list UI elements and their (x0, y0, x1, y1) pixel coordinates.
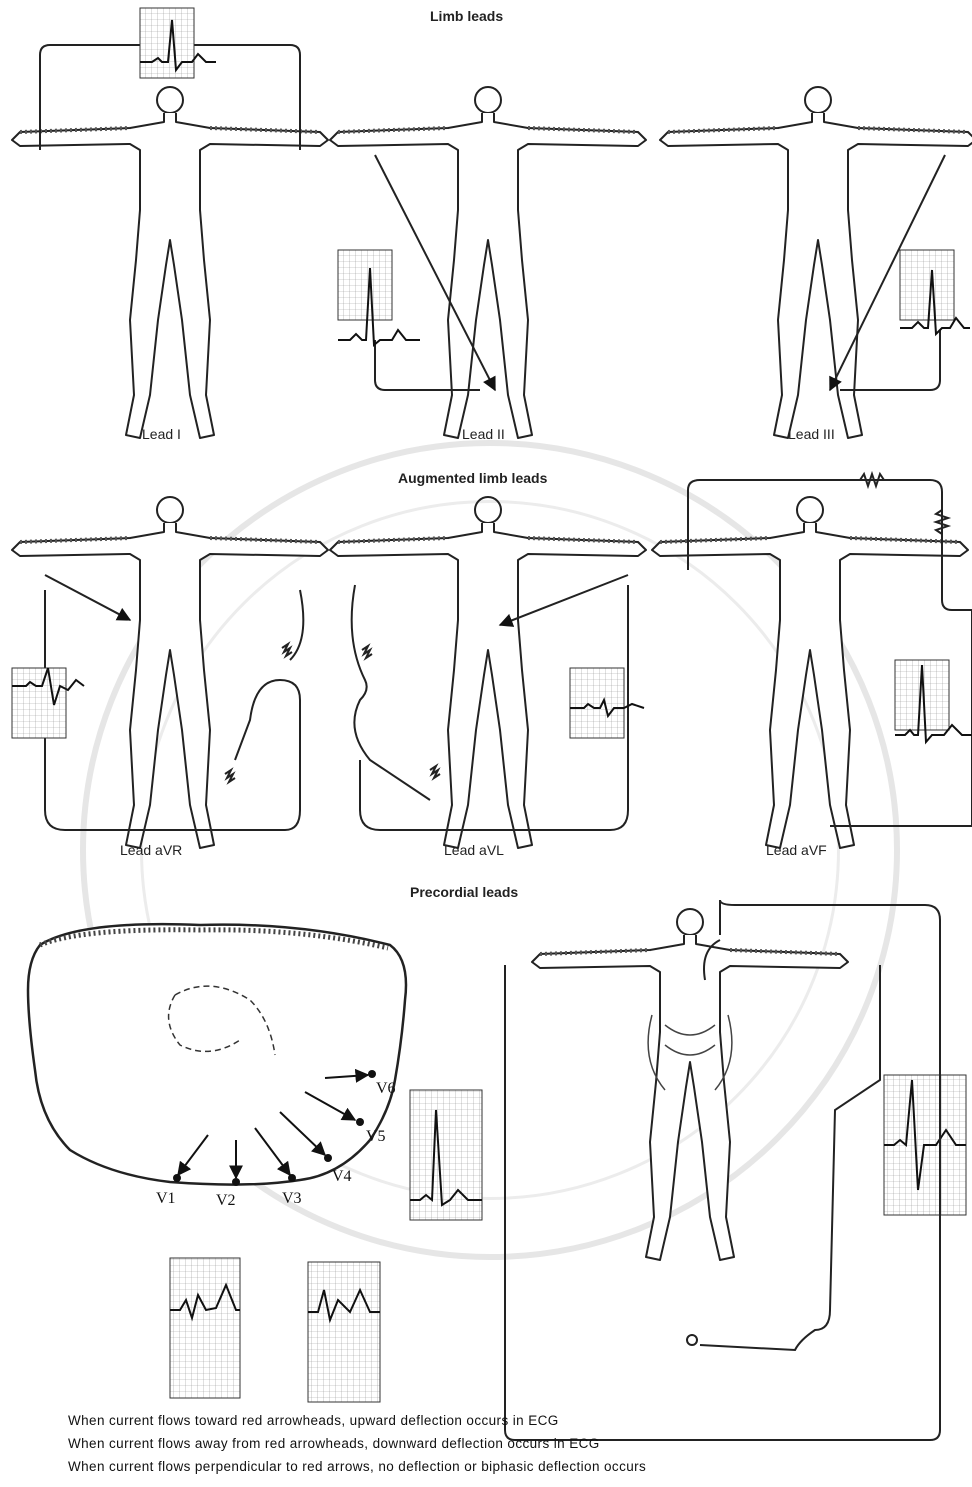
augmented-leads-header: Augmented limb leads (398, 470, 547, 486)
augmented-lead-avl (330, 497, 646, 848)
lead-2-label: Lead II (462, 426, 505, 442)
v6-label: V6 (376, 1080, 396, 1098)
note-perpendicular: When current flows perpendicular to red … (68, 1459, 646, 1474)
lead-avf-label: Lead aVF (766, 842, 827, 858)
note-toward: When current flows toward red arrowheads… (68, 1413, 559, 1428)
lead-1-label: Lead I (142, 426, 181, 442)
augmented-lead-avr (12, 497, 328, 848)
precordial-body (505, 900, 940, 1440)
precordial-chest-cross-section (28, 924, 406, 1186)
v4-label: V4 (332, 1168, 352, 1186)
note-away: When current flows away from red arrowhe… (68, 1436, 600, 1451)
lead-3-label: Lead III (788, 426, 835, 442)
limb-lead-1 (12, 8, 328, 438)
limb-lead-3 (660, 87, 972, 438)
augmented-lead-avf (652, 474, 972, 848)
v3-label: V3 (282, 1190, 302, 1208)
lead-avl-label: Lead aVL (444, 842, 504, 858)
lead-avr-label: Lead aVR (120, 842, 182, 858)
v5-label: V5 (366, 1128, 386, 1146)
limb-leads-header: Limb leads (430, 8, 503, 24)
v1-label: V1 (156, 1190, 176, 1208)
precordial-leads-header: Precordial leads (410, 884, 518, 900)
v2-label: V2 (216, 1192, 236, 1210)
